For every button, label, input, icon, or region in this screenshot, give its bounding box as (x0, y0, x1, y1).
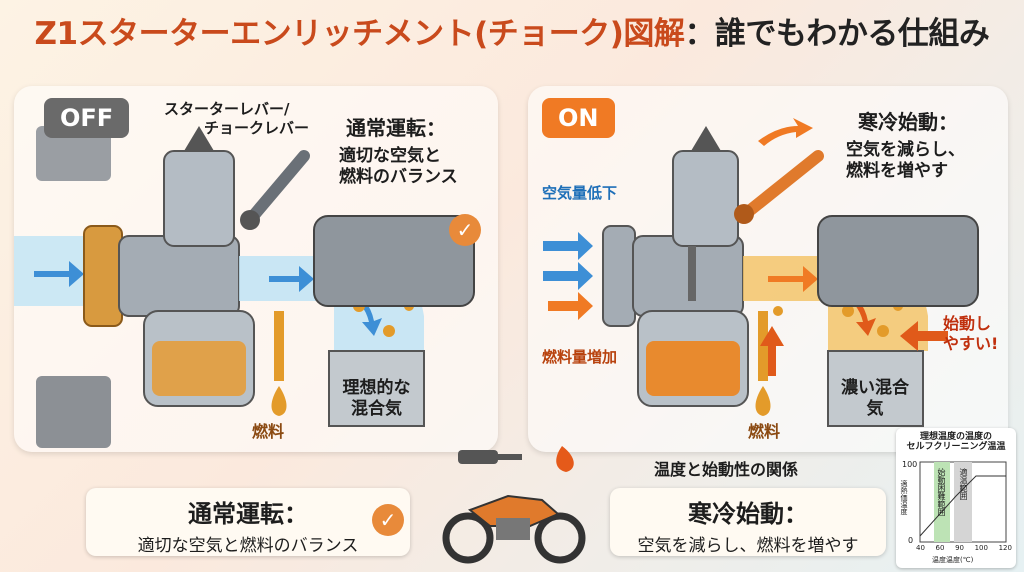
air-arrow-icon (34, 261, 84, 287)
lever-direction-arrow (758, 118, 813, 146)
normal-summary-sub: 適切な空気と燃料のバランス (137, 536, 359, 556)
lever-label: スターターレバー/ チョークレバー (164, 100, 310, 137)
air-reduced-label: 空気量低下 (542, 184, 618, 202)
motorcycle-illustration (442, 446, 586, 564)
rich-fuel-bowl (646, 341, 740, 396)
choke-lever (243, 150, 310, 227)
normal-summary-box: 通常運転： 適切な空気と燃料のバランス (86, 488, 410, 556)
choke-lever-on (737, 150, 824, 222)
chart-plot (919, 461, 1007, 543)
choke-plate (688, 246, 696, 301)
page-title: Z1スターターエンリッチメント(チョーク)図解：誰でもわかる仕組み (0, 8, 1024, 53)
engine-photo-bottom (36, 376, 111, 448)
band-label-1: 始動困難範囲 (937, 468, 946, 516)
band-start-difficult (934, 462, 950, 542)
band-label-2: 適温範囲 (959, 468, 968, 500)
flame-icon (556, 446, 574, 472)
on-badge: ON (542, 98, 615, 138)
y-axis-label: 適熱価温度 (900, 480, 908, 515)
off-panel: OFF スターターレバー/ チョークレバー 通常運転： 適切な空気と 燃料のバラ… (14, 86, 498, 452)
fuel-drop-icon-on (755, 386, 771, 416)
y-tick-bottom: 0 (908, 536, 914, 545)
engine-head (313, 215, 475, 307)
off-heading: 通常運転： (346, 116, 446, 140)
cold-summary-sub: 空気を減らし、燃料を増やす (637, 536, 859, 556)
on-mixture-label: 濃い混合 気 (841, 378, 909, 420)
start-arrow-icon (900, 321, 948, 351)
x-ticks: 40 60 90 100 120 (916, 544, 1012, 552)
float-bowl-fuel (152, 341, 246, 396)
title-main: Z1スターターエンリッチメント(チョーク)図解 (34, 16, 685, 52)
cylinder-on (827, 350, 924, 427)
check-icon-bottom: ✓ (372, 504, 404, 536)
check-icon: ✓ (449, 214, 481, 246)
chart-title: 理想温度の温度の セルフクリーニング温温 (906, 432, 1006, 453)
engine-photo-top (36, 126, 111, 181)
band-optimal (954, 462, 972, 542)
fuel-drop-icon (271, 386, 287, 416)
x-axis-label: 温度温度(℃) (932, 556, 974, 564)
cylinder (328, 350, 425, 427)
off-badge: OFF (44, 98, 130, 138)
easy-start-label: 始動し やすい! (943, 314, 999, 353)
cold-summary-title: 寒冷始動： (688, 500, 808, 528)
air-filter (83, 225, 123, 327)
motorcycle-body (467, 494, 560, 527)
off-carburetor-illustration (14, 126, 475, 448)
temperature-chart: 理想温度の温度の セルフクリーニング温温 100 0 適熱価温度 始動困難範囲 … (896, 428, 1016, 568)
on-carburetor-illustration (543, 118, 979, 427)
off-fuel-label: 燃料 (252, 422, 285, 441)
cold-summary-box: 寒冷始動： 空気を減らし、燃料を増やす (610, 488, 886, 556)
off-mixture-label: 理想的な 混合気 (342, 378, 411, 420)
off-description: 適切な空気と 燃料のバランス (339, 146, 458, 188)
title-sub: ：誰でもわかる仕組み (684, 16, 990, 52)
engine-head-on (817, 215, 979, 307)
on-fuel-label: 燃料 (748, 422, 781, 441)
normal-summary-title: 通常運転： (188, 500, 308, 528)
key-icon (458, 450, 498, 464)
y-tick-top: 100 (902, 460, 918, 469)
on-panel: ON 寒冷始動： 空気を減らし、 燃料を増やす 空気量低下 燃料量増加 燃料 濃… (528, 86, 1008, 452)
on-description: 空気を減らし、 燃料を増やす (846, 140, 965, 182)
center-caption: 温度と始動性の関係 (654, 460, 799, 479)
on-heading: 寒冷始動： (858, 110, 958, 134)
fuel-increase-label: 燃料量増加 (542, 348, 618, 366)
